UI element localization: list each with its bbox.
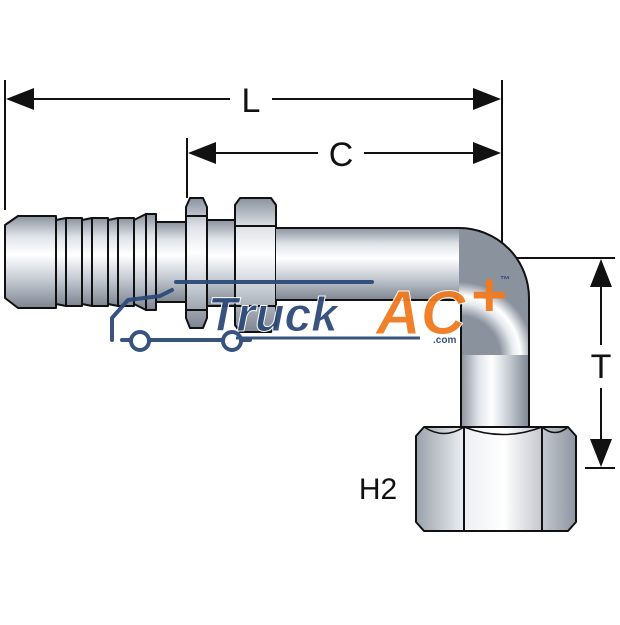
brand-tm: ™ <box>500 275 510 286</box>
dim-T-arrow-top <box>590 259 612 287</box>
body-hex <box>234 197 277 333</box>
nut-chamfer-mid <box>463 426 543 436</box>
hose-fitting <box>4 197 577 532</box>
tube-vertical <box>461 355 529 427</box>
barb-nose <box>4 215 57 309</box>
dim-T-label: T <box>591 348 612 386</box>
hex-size-label: H2 <box>359 473 397 506</box>
nut-chamfer-left <box>423 426 465 435</box>
collar-flange <box>185 197 208 329</box>
collar-gap <box>206 219 236 307</box>
dim-L-arrow-right <box>473 88 501 110</box>
dim-C-arrow-right <box>473 142 501 164</box>
dim-C-arrow-left <box>188 142 216 164</box>
brand-word: Truck <box>208 289 340 342</box>
tube-bend-inner-edge <box>458 299 462 357</box>
brand-domain: .com <box>433 335 456 346</box>
brand-plus: + <box>470 261 506 330</box>
barb-ring-3 <box>117 217 135 307</box>
tube-bend <box>459 228 529 357</box>
barb-ring-2 <box>91 217 109 307</box>
tube-straight <box>276 228 459 300</box>
tube-bend-outer-edge <box>458 227 530 357</box>
nut-chamfer-right <box>541 426 569 434</box>
swivel-nut <box>415 426 577 532</box>
barb-rib-1 <box>55 217 67 307</box>
barb-rib-4 <box>133 213 147 311</box>
dim-L-label: L <box>242 82 261 120</box>
brand-watermark: Truck AC + ™ .com <box>110 261 510 352</box>
dim-T-arrow-bottom <box>590 439 612 467</box>
dimension-lines <box>4 80 615 469</box>
barb-rib-2 <box>81 217 93 307</box>
barb-ring-1 <box>65 217 83 307</box>
barb-rib-3 <box>107 217 119 307</box>
dim-C-label: C <box>329 136 354 174</box>
dim-L-arrow-left <box>6 88 34 110</box>
